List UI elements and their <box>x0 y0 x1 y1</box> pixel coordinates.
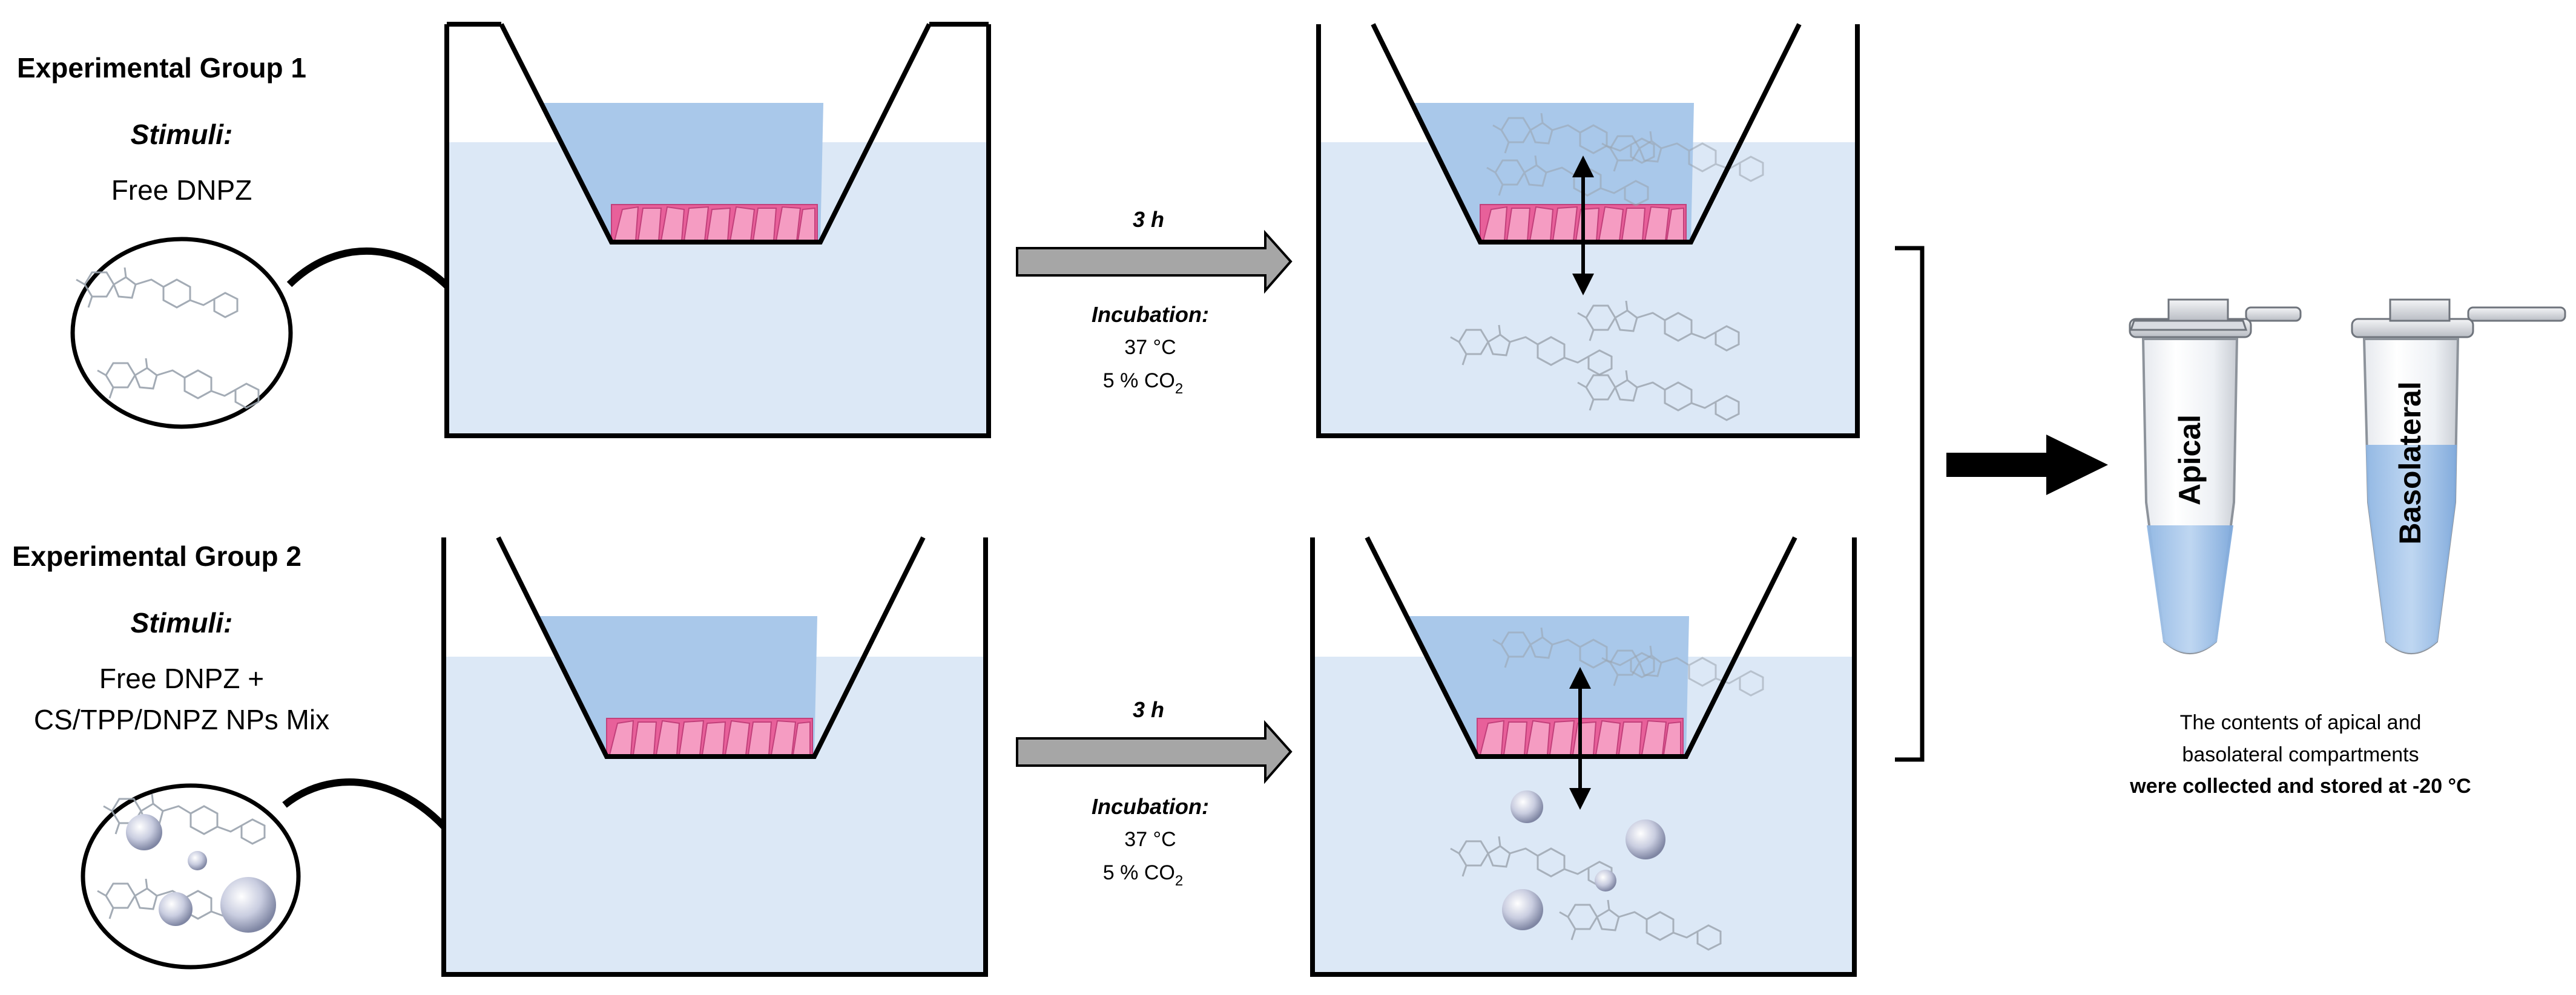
group1-stimuli-text: Free DNPZ <box>111 174 252 206</box>
well-group2-after <box>1310 536 1857 977</box>
incubation-temperature-1: 37 °C <box>1124 336 1176 359</box>
well-group2-before <box>441 536 988 977</box>
group2-title: Experimental Group 2 <box>12 540 301 572</box>
caption-line1: The contents of apical and <box>2180 711 2422 734</box>
nanoparticle <box>1626 819 1665 859</box>
incubation-co2-2: 5 % CO2 <box>1103 861 1183 889</box>
group2-stimuli-label: Stimuli: <box>131 607 233 639</box>
nanoparticle <box>1510 790 1543 823</box>
nanoparticle <box>159 892 193 926</box>
group1-stimulus-circle <box>70 237 293 429</box>
nanoparticle <box>188 851 207 870</box>
basolateral-label: Basolateral <box>2393 381 2427 545</box>
grouping-bracket <box>1895 246 1925 762</box>
incubation-co2-1: 5 % CO2 <box>1103 369 1183 397</box>
nanoparticle <box>1502 889 1543 930</box>
group1-stimuli-label: Stimuli: <box>131 119 233 150</box>
nanoparticle <box>126 814 162 850</box>
group2-stimuli-text-line1: Free DNPZ + <box>99 663 264 694</box>
incubation-temperature-2: 37 °C <box>1124 828 1176 851</box>
process-arrow-2 <box>1016 720 1293 784</box>
nanoparticle <box>1595 870 1616 892</box>
collection-arrow <box>1946 435 2108 495</box>
nanoparticle <box>220 877 276 933</box>
basolateral-tube: Basolateral <box>2351 298 2566 654</box>
well-group1-before <box>444 22 991 438</box>
caption-line3: were collected and stored at -20 °C <box>2129 775 2471 798</box>
group1-title: Experimental Group 1 <box>17 52 306 84</box>
process-arrow-1 <box>1016 229 1293 294</box>
incubation-time-1: 3 h <box>1133 207 1164 232</box>
incubation-step-1: 3 h Incubation: 37 °C 5 % CO2 <box>1016 207 1293 397</box>
incubation-label-1: Incubation: <box>1092 302 1209 327</box>
incubation-time-2: 3 h <box>1133 697 1164 722</box>
incubation-label-2: Incubation: <box>1092 794 1209 819</box>
apical-label: Apical <box>2173 415 2207 505</box>
apical-tube: Apical <box>2129 298 2302 654</box>
well-group1-after <box>1316 23 1860 438</box>
group2-stimulus-circle <box>81 783 301 970</box>
group2-stimuli-text-line2: CS/TPP/DNPZ NPs Mix <box>34 704 329 735</box>
incubation-step-2: 3 h Incubation: 37 °C 5 % CO2 <box>1016 697 1293 889</box>
caption-line2: basolateral compartments <box>2182 743 2419 766</box>
